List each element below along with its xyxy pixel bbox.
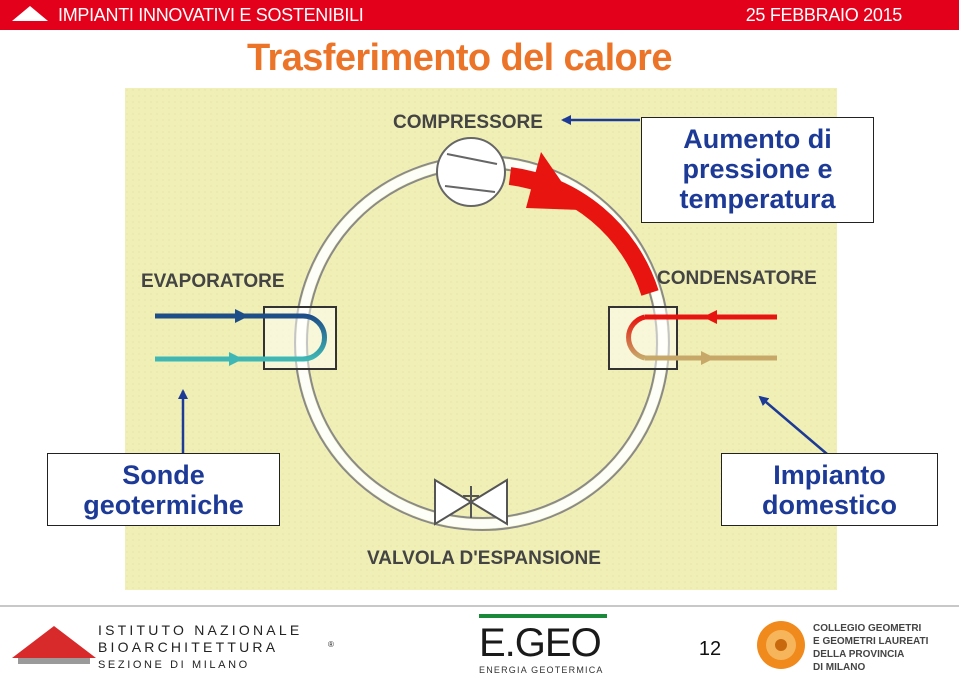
inbar-logo: ISTITUTO NAZIONALE BIOARCHITETTURA ® SEZ… — [12, 622, 334, 671]
footer-divider — [0, 605, 959, 607]
header-title: IMPIANTI INNOVATIVI E SOSTENIBILI — [58, 5, 364, 25]
collegio-seal-icon — [757, 621, 805, 669]
cond-arrow-bottom — [701, 351, 715, 365]
collegio-geometri-logo: COLLEGIO GEOMETRI E GEOMETRI LAUREATI DE… — [757, 621, 929, 673]
compressor-icon — [436, 137, 506, 207]
expansion-valve-icon — [434, 478, 508, 526]
inbar-line-1: ISTITUTO NAZIONALE — [98, 622, 302, 638]
callout-impianto-domestico: Impianto domestico — [721, 453, 938, 526]
callout-sonde-geotermiche: Sonde geotermiche — [47, 453, 280, 526]
evap-arrow-bottom — [229, 352, 243, 366]
label-evaporatore: EVAPORATORE — [141, 271, 285, 292]
inbar-registered-mark: ® — [328, 640, 334, 649]
inbar-line-3: SEZIONE DI MILANO — [98, 659, 250, 671]
header-bar: IMPIANTI INNOVATIVI E SOSTENIBILI 25 FEB… — [0, 0, 959, 30]
callout-right-line-1: Impianto — [773, 460, 886, 490]
label-condensatore: CONDENSATORE — [657, 268, 817, 289]
label-compressore: COMPRESSORE — [393, 112, 543, 133]
header-date: 25 FEBBRAIO 2015 — [745, 5, 903, 25]
home-icon[interactable] — [12, 6, 48, 21]
slide-title: Trasferimento del calore — [247, 37, 672, 79]
collegio-line-4: DI MILANO — [813, 662, 865, 673]
callout-top-line-2: pressione e — [682, 154, 833, 184]
label-valvola: VALVOLA D'ESPANSIONE — [367, 548, 601, 569]
callout-right-line-2: domestico — [761, 490, 898, 520]
collegio-line-2: E GEOMETRI LAUREATI — [813, 636, 929, 647]
egeo-subtitle: ENERGIA GEOTERMICA — [479, 665, 604, 675]
collegio-line-3: DELLA PROVINCIA — [813, 649, 904, 660]
collegio-line-1: COLLEGIO GEOMETRI — [813, 623, 922, 634]
cond-arrow-top — [703, 310, 717, 324]
egeo-logo: E.GEO ENERGIA GEOTERMICA — [479, 614, 607, 675]
callout-top-line-3: temperatura — [679, 184, 836, 214]
page-number: 12 — [698, 638, 722, 660]
callout-top-line-1: Aumento di — [683, 124, 832, 154]
callout-aumento-pressione: Aumento di pressione e temperatura — [641, 117, 874, 223]
inbar-line-2: BIOARCHITETTURA — [98, 639, 278, 655]
callout-left-line-1: Sonde — [122, 460, 205, 490]
evap-arrow-top — [235, 309, 249, 323]
egeo-wordmark: E.GEO — [479, 621, 601, 665]
hot-flow-arrowhead — [526, 152, 581, 210]
inbar-roof-icon — [12, 626, 96, 658]
callout-left-line-2: geotermiche — [83, 490, 244, 520]
